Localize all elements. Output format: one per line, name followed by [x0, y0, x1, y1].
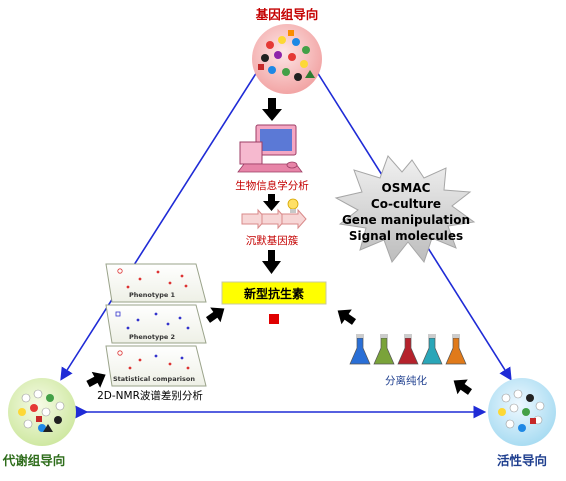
- left-flow-arrows: [86, 307, 225, 388]
- strategy-osmac: OSMAC: [382, 181, 431, 195]
- bioinformatics-label: 生物信息学分析: [235, 179, 309, 192]
- nmr-panel: Phenotype 1: [105, 263, 207, 303]
- arrow-genome-metabolome: [60, 52, 273, 381]
- strategy-signal-molecules: Signal molecules: [349, 229, 463, 243]
- molecule-cluster-icon: [258, 30, 315, 81]
- new-antibiotics-box: [221, 281, 327, 305]
- starburst-shape: [334, 155, 476, 264]
- central-flow: 生物信息学分析 沉默基因簇 新型抗生素: [221, 98, 327, 324]
- panel-label: Phenotype 2: [129, 333, 175, 341]
- gene-cluster-icon: [241, 208, 307, 230]
- flask-row: 分离纯化: [349, 334, 467, 387]
- strategy-coculture: Co-culture: [371, 197, 441, 211]
- flask-icon: [397, 334, 419, 365]
- genomics-label: 基因组导向: [255, 7, 319, 22]
- flask-icon: [349, 334, 371, 365]
- separation-label: 分离纯化: [385, 374, 427, 387]
- node-metabolomics: 代谢组导向: [2, 378, 76, 468]
- up-right-arrow: [86, 371, 106, 388]
- computer-icon: [237, 124, 303, 173]
- nmr-panel: Statistical comparison: [105, 345, 207, 387]
- node-genomics: 基因组导向: [252, 7, 322, 94]
- flask-icon: [373, 334, 395, 365]
- silent-clusters-label: 沉默基因簇: [246, 234, 299, 247]
- down-arrow: [262, 98, 282, 121]
- strategy-gene-manipulation: Gene manipulation: [342, 213, 470, 227]
- strategy-starburst: OSMAC Co-culture Gene manipulation Signa…: [334, 155, 476, 264]
- up-left-arrow: [337, 309, 357, 325]
- new-antibiotics-label: 新型抗生素: [244, 286, 304, 301]
- metabolomics-label: 代谢组导向: [2, 453, 66, 468]
- flask-icon: [421, 334, 443, 365]
- flask-icon: [445, 334, 467, 365]
- activity-label: 活性导向: [497, 453, 547, 468]
- nmr-label: 2D-NMR波谱差别分析: [97, 389, 203, 402]
- molecule-cluster-icon: [498, 389, 545, 432]
- nmr-panel: Phenotype 2: [105, 304, 207, 344]
- panel-label: Statistical comparison: [113, 375, 195, 383]
- compound-square-icon: [269, 314, 279, 324]
- up-right-arrow: [205, 307, 225, 323]
- node-activity: 活性导向: [488, 378, 556, 468]
- down-arrow: [263, 194, 280, 211]
- down-arrow: [262, 250, 281, 274]
- molecule-cluster-icon: [18, 389, 65, 432]
- right-flow-arrows: [337, 309, 473, 395]
- up-left-arrow: [453, 379, 473, 395]
- lightbulb-icon: [287, 198, 299, 213]
- nmr-panels: Phenotype 1 Phenotype 2 Statistical comp…: [97, 263, 207, 402]
- panel-label: Phenotype 1: [129, 291, 176, 299]
